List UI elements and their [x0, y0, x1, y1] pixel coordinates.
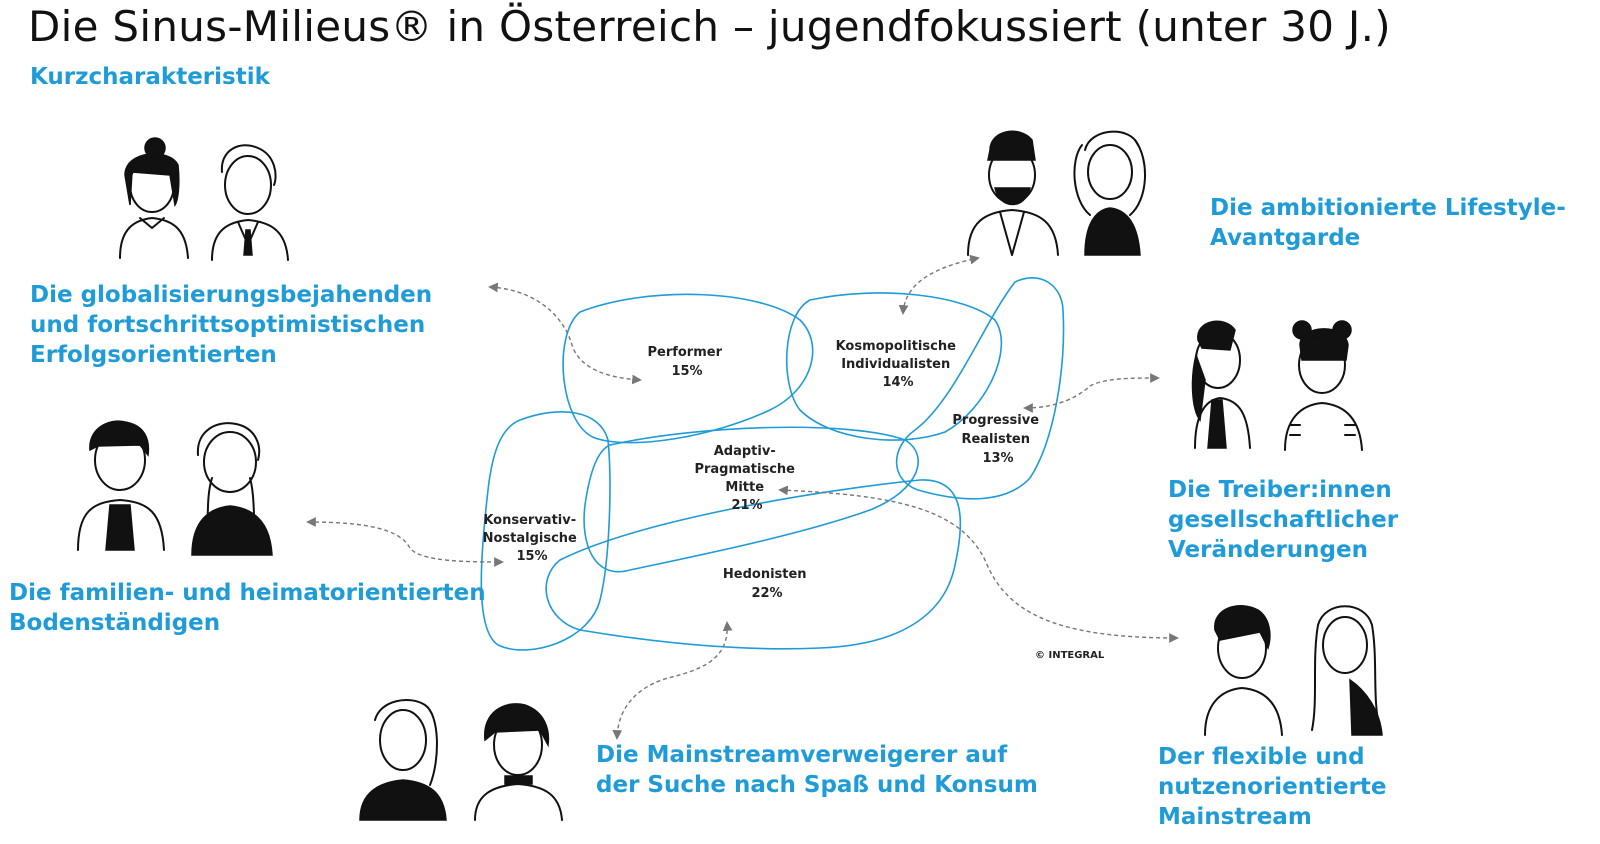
person-illustration-icon [1204, 605, 1283, 736]
milieu-name: Mitte [725, 480, 764, 495]
page-title: Die Sinus-Milieus® in Österreich – jugen… [28, 2, 1391, 51]
milieu-share: 21% [731, 498, 762, 513]
arrow-flex-adaptiv [778, 485, 1179, 643]
milieu-name: Adaptiv- [714, 444, 776, 459]
milieu-name: Pragmatische [694, 462, 795, 477]
milieu-label-adaptiv: Adaptiv- Pragmatische Mitte 21% [694, 444, 799, 513]
persons-avantgarde [967, 130, 1146, 256]
milieu-name: Individualisten [841, 357, 950, 372]
milieu-label-kosmopolitische: Kosmopolitische Individualisten 14% [836, 339, 961, 390]
persons-boden [77, 420, 273, 556]
persons-treiber [1191, 320, 1363, 451]
milieu-label-hedonisten: Hedonisten 22% [723, 567, 811, 601]
milieu-label-progressive: Progressive Realisten 13% [952, 413, 1043, 466]
person-illustration-icon [211, 144, 289, 261]
caption-lifestyle-avantgarde: Die ambitionierte Lifestyle- Avantgarde [1210, 195, 1566, 251]
outline-konservativ [480, 411, 611, 651]
connector-arrows [306, 254, 1179, 740]
milieu-name: Realisten [961, 432, 1030, 447]
caption-flexible-mainstream: Der flexible und nutzenorientierte Mains… [1158, 744, 1387, 830]
person-illustration-icon [191, 422, 273, 556]
arrow-boden-konservativ [306, 517, 504, 567]
arrow-treiber-progressive [1023, 373, 1160, 413]
person-illustration-icon [967, 130, 1059, 256]
milieu-name: Konservativ- [483, 513, 576, 528]
milieu-share: 15% [516, 549, 547, 564]
milieu-name: Performer [647, 345, 722, 360]
person-illustration-icon [474, 703, 563, 821]
person-illustration-icon [359, 699, 447, 821]
milieu-share: 22% [751, 586, 782, 601]
arrow-erfolg-performer [488, 282, 642, 385]
milieu-share: 15% [671, 364, 702, 379]
milieu-name: Progressive [952, 413, 1039, 428]
milieu-share: 14% [882, 375, 913, 390]
milieu-share: 13% [982, 451, 1013, 466]
caption-treiber: Die Treiber:innen gesellschaftlicher Ver… [1168, 477, 1399, 563]
caption-bodenstaendige: Die familien- und heimatorientierten Bod… [9, 580, 486, 636]
caption-mainstreamverweigerer: Die Mainstreamverweigerer auf der Suche … [596, 742, 1038, 798]
persons-mainstreamverweigerer [359, 699, 563, 821]
milieu-labels: Performer 15% Kosmopolitische Individual… [483, 339, 1105, 661]
caption-erfolgsorientierte: Die globalisierungsbejahenden und fortsc… [30, 282, 433, 368]
arrow-avant-kosmo [898, 254, 980, 315]
milieu-label-konservativ: Konservativ- Nostalgische 15% [483, 513, 582, 564]
person-illustration-icon [1073, 130, 1146, 256]
arrow-mainv-hedonisten [612, 621, 733, 740]
persons-erfolg [119, 137, 289, 261]
person-illustration-icon [1311, 605, 1383, 736]
copyright-label: © INTEGRAL [1035, 650, 1105, 661]
person-illustration-icon [77, 420, 165, 551]
milieu-name: Nostalgische [483, 531, 577, 546]
person-illustration-icon [1284, 320, 1363, 451]
milieu-label-performer: Performer 15% [647, 345, 726, 379]
person-illustration-icon [1191, 320, 1251, 449]
milieu-name: Hedonisten [723, 567, 807, 582]
person-illustration-icon [119, 137, 189, 259]
page-subtitle: Kurzcharakteristik [30, 64, 270, 90]
milieu-name: Kosmopolitische [836, 339, 957, 354]
persons-flexible [1204, 605, 1383, 736]
